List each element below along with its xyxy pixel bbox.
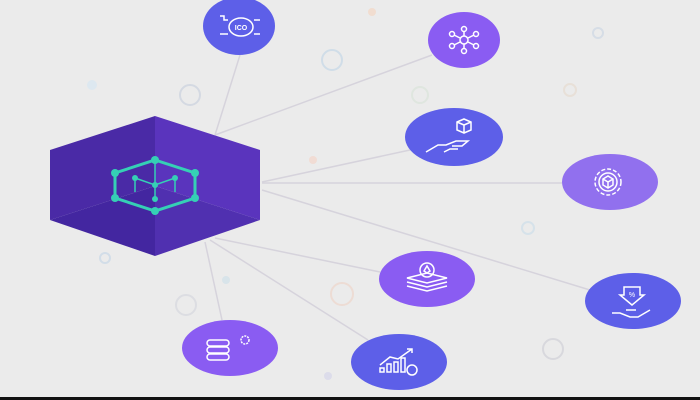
gear-cube-icon [594,168,622,196]
decorative-dots [87,8,376,380]
connector-lines [204,54,591,341]
node-database [182,320,278,376]
cube-node-dots [111,156,199,215]
svg-text:%: % [629,292,635,299]
bottom-border [0,397,700,400]
growth-chart-dollar-icon [379,348,418,376]
node-hand-box [405,108,503,166]
node-ico: ICO [203,0,275,55]
decorative-rings [99,27,604,360]
node-gear [562,154,658,210]
node-network [428,12,500,68]
coin-stack-icon [406,262,448,292]
node-discount: % [585,273,681,329]
hub-hexagon [50,116,260,256]
network-nodes-icon [448,25,480,55]
hand-percent-icon: % [612,286,651,318]
node-growth [351,334,447,390]
ico-label: ICO [235,25,248,32]
hand-holding-box-icon [425,118,472,153]
node-coins [379,251,475,307]
database-gear-icon [206,335,250,361]
ico-circuit-icon [220,15,260,37]
